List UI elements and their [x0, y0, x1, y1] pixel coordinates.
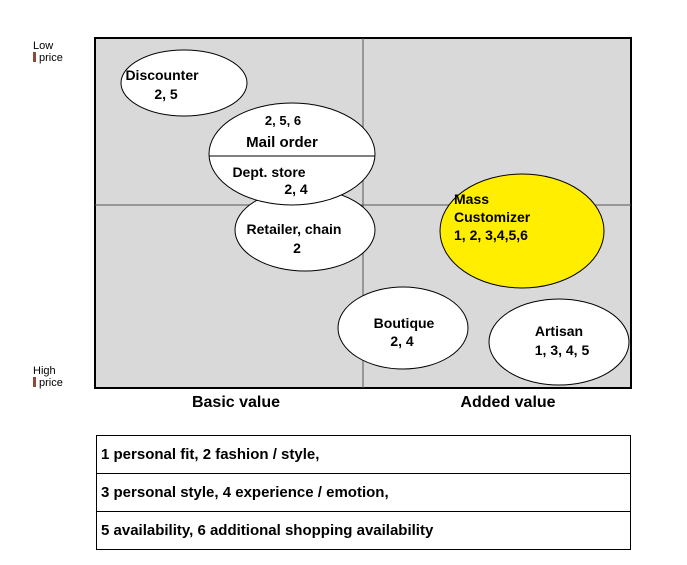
- svg-text:1, 2, 3,4,5,6: 1, 2, 3,4,5,6: [454, 227, 528, 243]
- svg-text:Customizer: Customizer: [454, 209, 531, 225]
- svg-text:1, 3, 4, 5: 1, 3, 4, 5: [535, 342, 590, 358]
- svg-text:2, 4: 2, 4: [390, 333, 414, 349]
- y-axis-bottom-label: High price: [33, 365, 63, 389]
- svg-text:2, 5, 6: 2, 5, 6: [265, 113, 301, 128]
- svg-text:Boutique: Boutique: [374, 315, 435, 331]
- svg-text:Dept. store: Dept. store: [232, 164, 305, 180]
- retailer-ellipse: Retailer, chain 2: [234, 188, 376, 272]
- y-axis-top-label: Low price: [33, 40, 63, 64]
- svg-text:2, 4: 2, 4: [284, 181, 308, 197]
- svg-text:2: 2: [293, 240, 301, 256]
- bullet-marker: [33, 52, 36, 62]
- svg-text:Mass: Mass: [454, 191, 489, 207]
- basic-value-label: Basic value: [192, 394, 280, 411]
- bullet-marker: [33, 377, 36, 387]
- legend-row: 5 availability, 6 additional shopping av…: [101, 522, 434, 539]
- low-label: Low: [33, 40, 54, 52]
- svg-text:2, 5: 2, 5: [154, 86, 178, 102]
- legend-table: 1 personal fit, 2 fashion / style, 3 per…: [96, 435, 631, 550]
- discounter-ellipse: Discounter 2, 5: [120, 49, 248, 117]
- price-label: price: [39, 52, 63, 64]
- positioning-matrix: Discounter 2, 5 Retailer, chain 2 2, 5, …: [94, 37, 632, 411]
- added-value-label: Added value: [460, 394, 555, 411]
- svg-text:Discounter: Discounter: [125, 67, 199, 83]
- mail-order-dept-store-ellipse: 2, 5, 6 Mail order Dept. store 2, 4: [208, 102, 376, 206]
- svg-text:Retailer, chain: Retailer, chain: [247, 221, 342, 237]
- svg-text:Mail order: Mail order: [246, 134, 318, 151]
- boutique-ellipse: Boutique 2, 4: [337, 286, 469, 370]
- legend-row: 3 personal style, 4 experience / emotion…: [97, 474, 630, 512]
- legend-row: 1 personal fit, 2 fashion / style,: [97, 436, 630, 474]
- svg-text:Artisan: Artisan: [535, 323, 583, 339]
- price-label: price: [39, 377, 63, 389]
- mass-customizer-ellipse: Mass Customizer 1, 2, 3,4,5,6: [439, 173, 605, 289]
- artisan-ellipse: Artisan 1, 3, 4, 5: [488, 298, 630, 386]
- high-label: High: [33, 365, 56, 377]
